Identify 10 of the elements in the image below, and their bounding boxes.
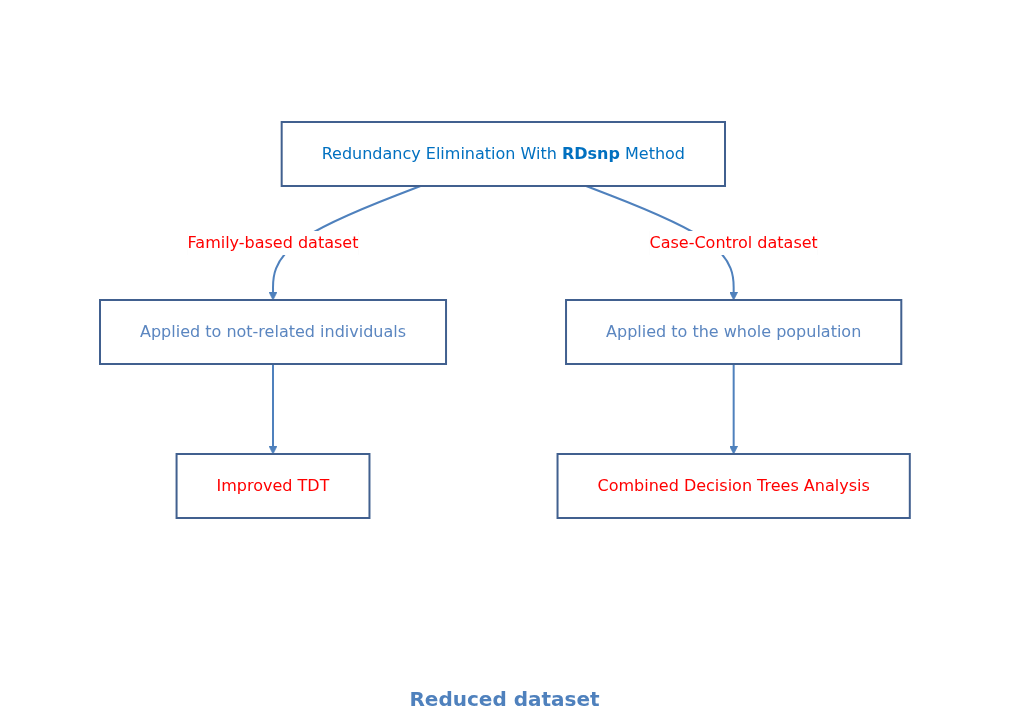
note-text: Reduced dataset xyxy=(409,687,600,711)
node-box: Applied to the whole population xyxy=(564,299,902,365)
node-box: Improved TDT xyxy=(175,453,371,519)
arrow xyxy=(728,363,738,455)
edge-label: Case-Control dataset xyxy=(649,233,818,252)
arrow xyxy=(268,363,277,455)
edge-label: Family-based dataset xyxy=(187,233,359,252)
node-box: Applied to not-related individuals xyxy=(98,299,447,365)
node-box: Redundancy Elimination With RDsnp Method xyxy=(280,121,726,187)
node-box: Combined Decision Trees Analysis xyxy=(556,453,911,519)
